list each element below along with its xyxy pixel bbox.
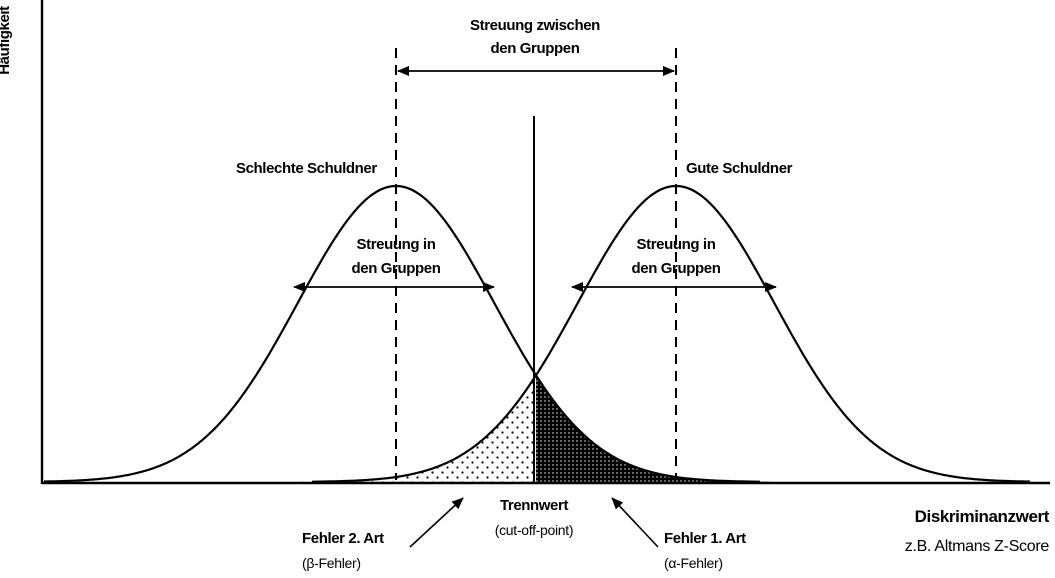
x-axis-label: Diskriminanzwert xyxy=(914,507,1050,526)
error2-title: Fehler 2. Art xyxy=(302,530,384,547)
cutoff-label: Trennwert (cut-off-point) xyxy=(468,494,600,542)
y-axis-label: Häufigkeit xyxy=(0,6,13,75)
within-left-line1: Streuung in xyxy=(356,236,436,253)
error2-pointer-arrow xyxy=(409,497,464,548)
error1-pointer-arrow xyxy=(611,497,659,548)
error1-subtitle: (α-Fehler) xyxy=(664,555,723,571)
between-groups-line2: den Gruppen xyxy=(490,40,580,57)
good-debtors-curve xyxy=(312,184,1031,483)
beta-error-area xyxy=(300,375,536,482)
cutoff-title: Trennwert xyxy=(499,497,569,514)
x-axis-label-block: Diskriminanzwert z.B. Altmans Z-Score xyxy=(904,502,1050,562)
error2-subtitle: (β-Fehler) xyxy=(302,555,361,571)
error1-label: Fehler 1. Art (α-Fehler) xyxy=(664,527,746,575)
within-left-label: Streuung in den Gruppen xyxy=(336,233,456,281)
between-groups-label: Streuung zwischen den Gruppen xyxy=(460,14,610,60)
x-axis-sublabel: z.B. Altmans Z-Score xyxy=(904,538,1050,555)
within-right-line2: den Gruppen xyxy=(631,260,721,277)
error2-label: Fehler 2. Art (β-Fehler) xyxy=(302,527,384,575)
cutoff-subtitle: (cut-off-point) xyxy=(494,522,574,538)
error1-title: Fehler 1. Art xyxy=(664,530,746,547)
within-right-label: Streuung in den Gruppen xyxy=(616,233,736,281)
within-right-line1: Streuung in xyxy=(636,236,716,253)
within-left-line2: den Gruppen xyxy=(351,260,441,277)
bad-debtors-label: Schlechte Schuldner xyxy=(236,160,377,177)
alpha-error-area xyxy=(536,375,770,482)
bad-debtors-curve xyxy=(44,184,760,483)
between-groups-line1: Streuung zwischen xyxy=(470,17,600,34)
good-debtors-label: Gute Schuldner xyxy=(686,160,793,177)
